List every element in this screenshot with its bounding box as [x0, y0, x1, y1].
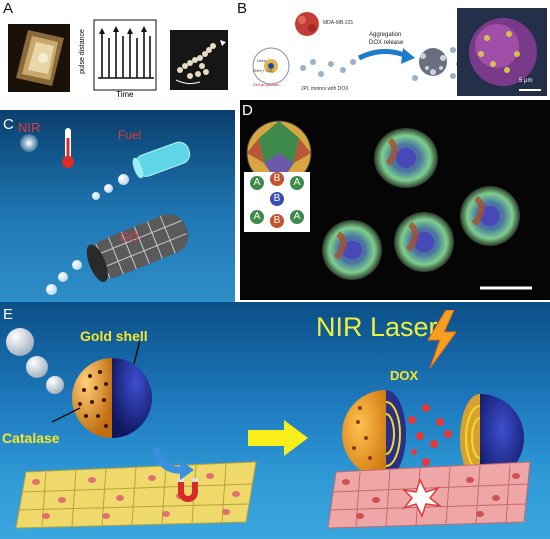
panel-c: C NIR Fuel GO [0, 110, 235, 305]
tile-a-bottom-left: A [250, 210, 264, 224]
panel-e-label: E [3, 306, 14, 323]
sem-scale-label: 5 μm [519, 78, 533, 84]
tile-a-bottom-right: A [290, 210, 304, 224]
device-photo [8, 24, 70, 92]
cell-layer-right [327, 461, 531, 529]
transition-arrow [248, 420, 308, 456]
urea-label: Urea [257, 58, 266, 63]
tile-b-center: B [270, 192, 284, 206]
panel-c-label: C [3, 116, 14, 133]
curved-arrow-icon [152, 447, 194, 480]
particle-2 [322, 220, 382, 280]
panel-e: E Gold shell Catalase [0, 302, 550, 539]
magnet-icon [178, 478, 198, 502]
fuel-capsule [132, 141, 191, 178]
particle-1 [374, 128, 438, 188]
self-propulsion-label: Self propulsion [253, 82, 280, 87]
nir-light [20, 134, 38, 152]
laser-bolt-icon [427, 310, 457, 369]
cell-layer-left [15, 461, 257, 529]
gold-shell-label: Gold shell [80, 328, 148, 344]
pulse-plot: pulse distance Time [79, 18, 158, 100]
pulse-plot-ylabel: pulse distance [78, 29, 86, 74]
panel-b-label: B [237, 0, 248, 17]
panel-d-label: D [242, 102, 253, 119]
particle-4 [460, 186, 520, 246]
janus-particle [51, 342, 152, 438]
bubble-small [46, 376, 64, 394]
bead-chain-image [170, 30, 228, 90]
panel-a-label: A [3, 0, 14, 17]
tile-b-top: B [270, 172, 284, 186]
nir-label: NIR [18, 120, 41, 135]
panel-a: A pulse distance Time [0, 0, 235, 100]
go-label: GO [120, 230, 139, 244]
tile-a-top-right: A [290, 176, 304, 190]
fuel-label: Fuel [118, 128, 142, 142]
catalase-label: Catalase [2, 430, 60, 446]
dox-label: DOX [390, 368, 419, 383]
broken-janus-particle [342, 390, 524, 482]
aggregation-label: Aggregation [369, 32, 402, 38]
dox-release-label: DOX release [369, 40, 404, 46]
schematic-area: MDA-MB-231 Aggregation DOX release Urea … [247, 6, 475, 98]
thermometer-icon [62, 128, 74, 168]
go-tube [86, 214, 189, 283]
fluorescence-micrograph [322, 128, 532, 290]
cell-line-label: MDA-MB-231 [323, 20, 354, 26]
particle-3 [394, 212, 454, 272]
nir-laser-label: NIR Laser [316, 312, 438, 342]
tile-b-bottom: B [270, 214, 284, 228]
sem-image: 5 μm [457, 8, 547, 96]
janus-sphere-schematic [246, 120, 312, 186]
panel-b: B MDA-MB-231 Aggregation [235, 0, 550, 100]
bubble-medium [26, 356, 48, 378]
panel-d: D A B A B A B A [240, 100, 550, 300]
bubble-large [6, 328, 34, 356]
cancer-cell-icon [295, 12, 319, 36]
tile-a-top-left: A [250, 176, 264, 190]
nh3-label: 2NH₃+ CO₂ [253, 68, 274, 73]
pulse-plot-xlabel: Time [116, 90, 134, 99]
ab-tile-schematic: A B A B A B A [244, 172, 310, 232]
motors-label: JPL motors with DOX [301, 86, 349, 92]
